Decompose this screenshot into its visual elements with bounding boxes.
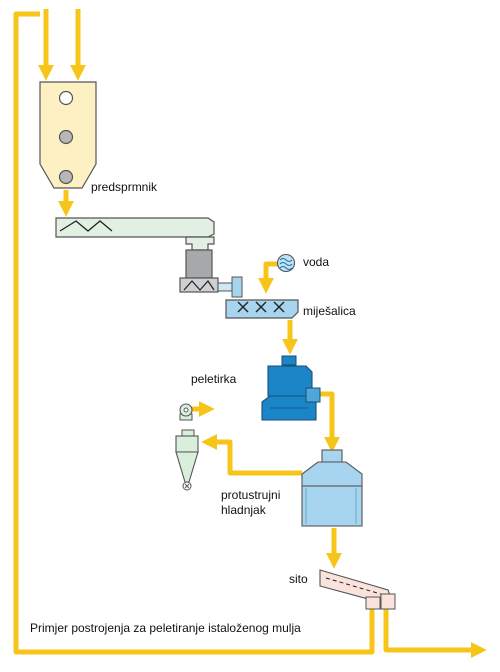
cooler-to-cyclone-flow: [201, 433, 302, 476]
gray-process-unit: [179, 249, 243, 298]
pelletizer: [261, 355, 321, 421]
fan-icon: [179, 403, 193, 421]
hopper-port-top: [58, 90, 74, 106]
screen-outlet-flow: [383, 608, 487, 659]
hopper-label: predsprmnik: [91, 180, 158, 194]
vibrating-screen: [319, 569, 396, 610]
cyclone: [175, 429, 199, 491]
return-flow-loop: [13, 11, 375, 655]
screw-conveyor-spiral: [59, 220, 113, 232]
water-tap-icon: [276, 253, 296, 273]
cooler-label-line1: protustrujni: [221, 488, 281, 502]
diagram-caption: Primjer postrojenja za peletiranje istal…: [30, 621, 301, 635]
water-label: voda: [303, 255, 330, 269]
screw-conveyor: [55, 217, 215, 251]
mixer: [225, 299, 299, 319]
hopper: [39, 81, 97, 189]
mixer-label: miješalica: [303, 304, 356, 318]
water-flow: [257, 261, 280, 294]
screen-label: sito: [289, 572, 308, 586]
pelletizer-label: peletirka: [191, 372, 237, 386]
counterflow-cooler: [301, 449, 363, 527]
hopper-port-middle: [58, 129, 74, 145]
cooler-label-line2: hladnjak: [221, 503, 266, 517]
hopper-port-bottom: [58, 169, 74, 185]
pelletizer-to-cooler-flow: [318, 391, 341, 453]
